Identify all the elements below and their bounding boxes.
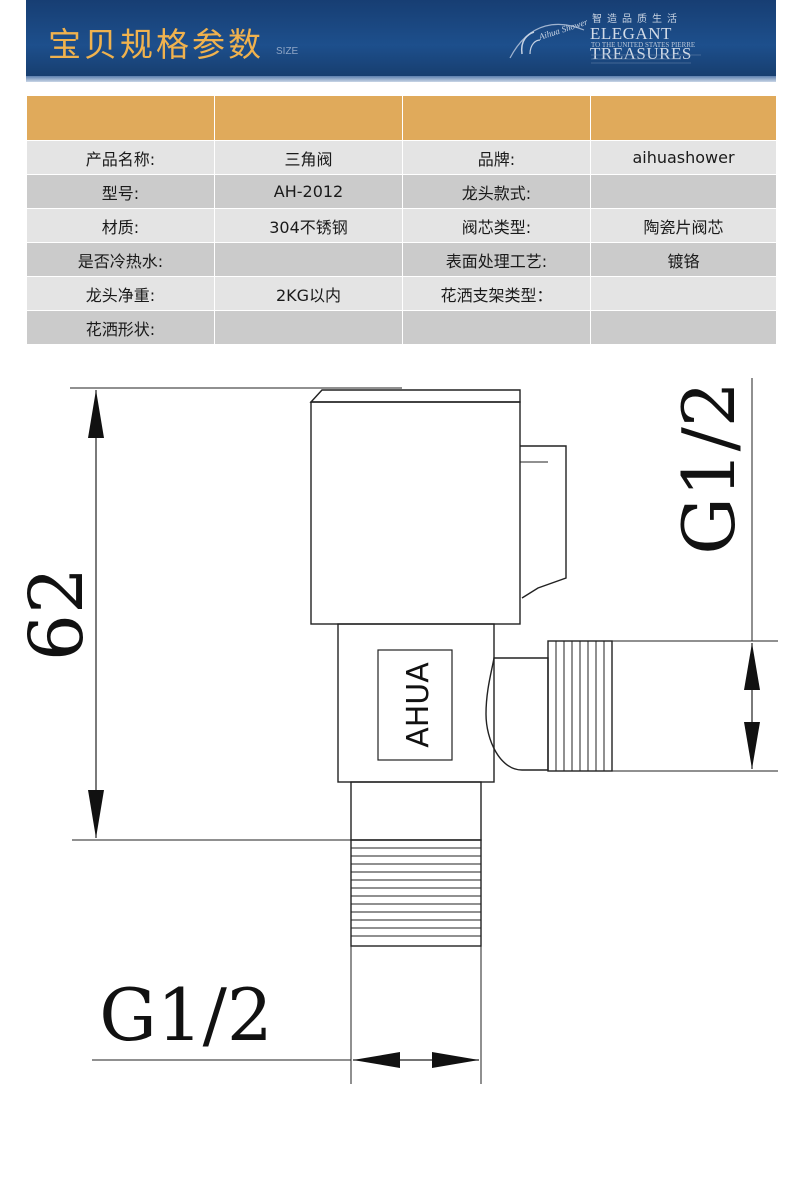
size-label: SIZE bbox=[276, 46, 299, 57]
spec-value: 304不锈钢 bbox=[214, 208, 403, 243]
spec-label: 龙头净重: bbox=[26, 276, 215, 311]
spec-value bbox=[590, 310, 777, 345]
valve-handle bbox=[310, 401, 521, 625]
valve-dimension-drawing: 62 G1/2 G1/2 AHUA bbox=[14, 378, 778, 1084]
header-banner: 宝贝规格参数 SIZE Aihua Shower 智造品质生活 ELEGANT … bbox=[26, 0, 776, 82]
arrow-up-icon bbox=[88, 390, 104, 438]
bottom-stem bbox=[350, 781, 482, 841]
spec-value bbox=[214, 310, 403, 345]
spec-value: 三角阀 bbox=[214, 140, 403, 175]
spec-label: 型号: bbox=[26, 174, 215, 209]
spec-value bbox=[590, 276, 777, 311]
side-outlet bbox=[485, 657, 549, 771]
handle-lever bbox=[520, 445, 567, 599]
spec-value bbox=[590, 174, 777, 209]
tagline: 智造品质生活 bbox=[592, 14, 682, 25]
brand-logo-icon: Aihua Shower bbox=[509, 17, 589, 59]
table-row: 龙头净重: 2KG以内 花洒支架类型： bbox=[26, 276, 777, 311]
height-dimension-label: 62 bbox=[14, 567, 100, 661]
table-row: 型号: AH-2012 龙头款式: bbox=[26, 174, 777, 209]
bottom-thread-ridges bbox=[351, 847, 481, 937]
handle-top-bevel bbox=[309, 389, 521, 403]
side-thread-label: G1/2 bbox=[667, 381, 751, 554]
spec-label: 花洒支架类型： bbox=[402, 276, 591, 311]
spec-label: 是否冷热水: bbox=[26, 242, 215, 277]
dimension-arrows bbox=[88, 390, 760, 1068]
spec-value: 2KG以内 bbox=[214, 276, 403, 311]
spec-label: 龙头款式: bbox=[402, 174, 591, 209]
page-title: 宝贝规格参数 bbox=[48, 25, 264, 64]
table-row: 材质: 304不锈钢 阀芯类型: 陶瓷片阀芯 bbox=[26, 208, 777, 243]
spec-value: AH-2012 bbox=[214, 174, 403, 209]
spec-label: 花洒形状: bbox=[26, 310, 215, 345]
arrow-left-icon bbox=[353, 1052, 400, 1068]
spec-label: 品牌: bbox=[402, 140, 591, 175]
brand-mark: AHUA bbox=[401, 662, 436, 748]
bottom-thread-body bbox=[350, 839, 482, 947]
spec-value bbox=[214, 242, 403, 277]
side-thread-ridges bbox=[555, 641, 605, 771]
slogan: ELEGANT TREASURES bbox=[590, 24, 692, 63]
spec-value: 镀铬 bbox=[590, 242, 777, 277]
spec-label: 材质: bbox=[26, 208, 215, 243]
spec-value: 陶瓷片阀芯 bbox=[590, 208, 777, 243]
spec-label: 阀芯类型: bbox=[402, 208, 591, 243]
spec-label: 产品名称: bbox=[26, 140, 215, 175]
spec-table: 产品名称: 三角阀 品牌: aihuashower 型号: AH-2012 龙头… bbox=[26, 95, 777, 345]
table-row: 是否冷热水: 表面处理工艺: 镀铬 bbox=[26, 242, 777, 277]
table-row: 产品名称: 三角阀 品牌: aihuashower bbox=[26, 140, 777, 175]
table-header-row bbox=[26, 95, 777, 141]
arrow-up-icon bbox=[744, 643, 760, 690]
arrow-down-icon bbox=[744, 722, 760, 769]
slogan-subline: TO THE UNITED STATES PIERRE bbox=[591, 41, 696, 49]
table-row: 花洒形状: bbox=[26, 310, 777, 345]
arrow-right-icon bbox=[432, 1052, 479, 1068]
brand-plate bbox=[377, 649, 453, 761]
spec-value: aihuashower bbox=[590, 140, 777, 175]
arrow-down-icon bbox=[88, 790, 104, 838]
bottom-thread-label: G1/2 bbox=[99, 973, 272, 1057]
spec-label bbox=[402, 310, 591, 345]
spec-label: 表面处理工艺: bbox=[402, 242, 591, 277]
decorative-lines bbox=[591, 54, 701, 64]
